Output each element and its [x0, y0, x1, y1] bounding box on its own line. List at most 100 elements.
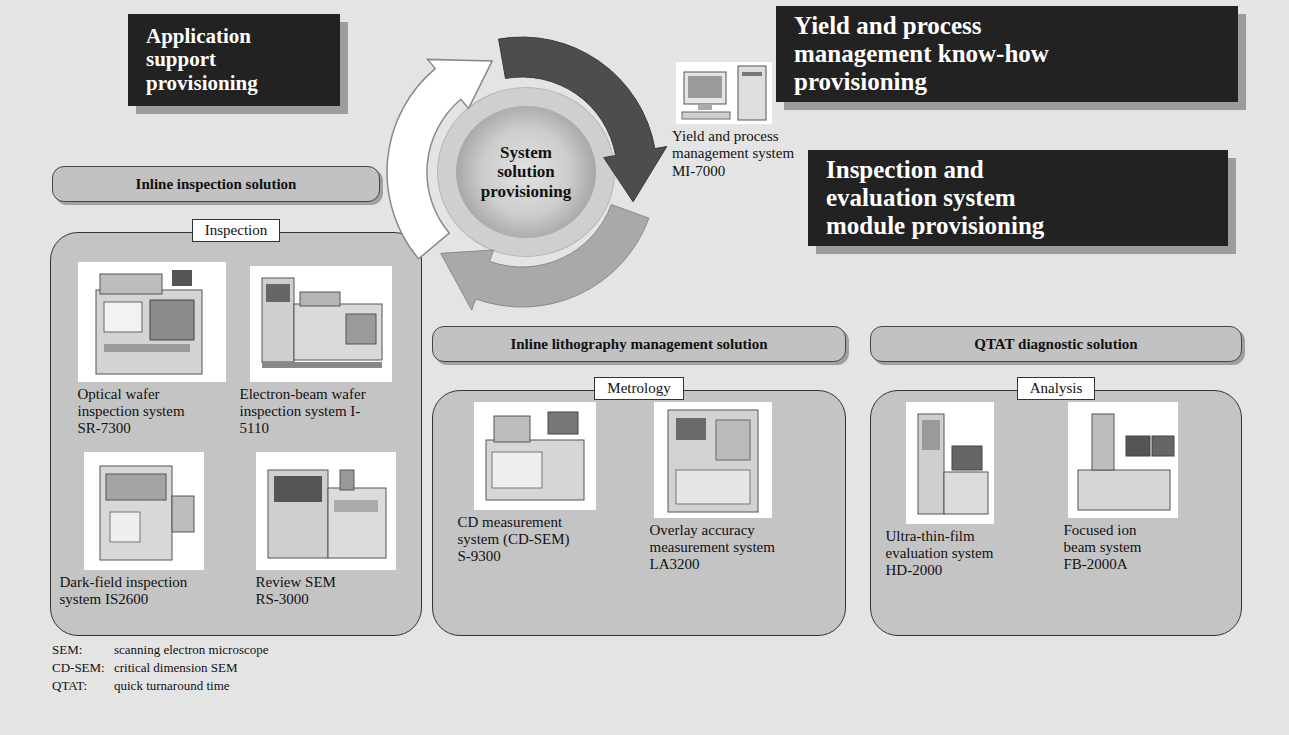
- computer-photo-part: [676, 62, 772, 124]
- optical-inspection-photo-part: [96, 290, 202, 374]
- abbreviation-text: SEM:: [52, 642, 82, 658]
- equipment-caption: Overlay accuracy measurement system LA32…: [650, 522, 800, 574]
- cd-sem-photo-part: [486, 440, 584, 500]
- equipment-caption: Ultra-thin-film evaluation system HD-200…: [886, 528, 1011, 580]
- optical-inspection-photo-part: [104, 302, 142, 332]
- focused-ion-beam-photo-part: [1078, 470, 1170, 510]
- abbreviation-text: scanning electron microscope: [114, 642, 269, 658]
- electron-beam-inspection-photo-part: [300, 292, 340, 306]
- optical-inspection-photo-part: [100, 274, 162, 294]
- cd-sem-photo: [474, 402, 596, 510]
- equipment-caption: Focused ion beam system FB-2000A: [1064, 522, 1164, 574]
- abbreviation-text: CD-SEM:: [52, 660, 105, 676]
- cycle-arrow-dark: [499, 37, 667, 202]
- hub-label: System solution provisioning: [474, 143, 578, 200]
- overlay-measurement-photo: [654, 402, 772, 518]
- cycle-arrow-grey: [441, 205, 649, 311]
- focused-ion-beam-photo-part: [1152, 436, 1174, 456]
- abbreviation-term: SEM:: [52, 642, 82, 658]
- dark-field-inspection-photo: [84, 452, 204, 570]
- electron-beam-inspection-photo-part: [262, 362, 382, 368]
- cd-sem-photo-part: [474, 402, 596, 510]
- optical-inspection-photo-part: [78, 262, 226, 382]
- review-sem-photo-part: [256, 452, 396, 570]
- overlay-measurement-photo-part: [654, 402, 772, 518]
- solution-name: Inline inspection solution: [136, 176, 297, 193]
- computer-photo-part: [688, 76, 722, 98]
- review-sem-photo-part: [328, 488, 386, 558]
- abbreviation-definition: quick turnaround time: [114, 678, 230, 694]
- cycle-arrow-white: [387, 59, 492, 258]
- optical-inspection-photo-part: [150, 300, 194, 340]
- overlay-measurement-photo-part: [676, 418, 706, 440]
- provisioning-title: Yield and process management know-how pr…: [794, 12, 1094, 96]
- solution-tab: Inline lithography management solution: [432, 326, 846, 362]
- cd-sem-photo-part: [548, 412, 578, 434]
- electron-beam-inspection-photo-part: [294, 304, 382, 360]
- overlay-measurement-photo-part: [716, 420, 750, 460]
- focused-ion-beam-photo-part: [1126, 436, 1150, 456]
- cycle-arrows: [387, 37, 667, 310]
- electron-beam-inspection-photo-part: [250, 266, 392, 382]
- provisioning-box: Application support provisioning: [128, 14, 340, 106]
- provisioning-box: Yield and process management know-how pr…: [776, 6, 1238, 102]
- abbreviation-term: QTAT:: [52, 678, 87, 694]
- dark-field-inspection-photo-part: [172, 496, 194, 532]
- review-sem-photo-part: [274, 476, 322, 502]
- dark-field-inspection-photo-part: [106, 474, 166, 500]
- cd-sem-photo-part: [492, 452, 542, 488]
- overlay-measurement-photo-part: [676, 470, 750, 504]
- optical-inspection-photo: [78, 262, 226, 382]
- equipment-caption: Optical wafer inspection system SR-7300: [78, 386, 203, 438]
- equipment-caption: Yield and process management system MI-7…: [672, 128, 806, 180]
- review-sem-photo: [256, 452, 396, 570]
- equipment-caption: Electron-beam wafer inspection system I-…: [240, 386, 390, 438]
- equipment-caption: Review SEM RS-3000: [256, 574, 356, 609]
- equipment-caption: Dark-field inspection system IS2600: [60, 574, 220, 609]
- ultra-thin-film-photo: [906, 402, 994, 524]
- computer-photo-part: [682, 112, 730, 119]
- electron-beam-inspection-photo: [250, 266, 392, 382]
- group-label: Inspection: [192, 219, 280, 242]
- provisioning-box: Inspection and evaluation system module …: [808, 150, 1228, 246]
- ultra-thin-film-photo-part: [906, 402, 994, 524]
- abbreviation-term: CD-SEM:: [52, 660, 105, 676]
- group-label: Metrology: [594, 377, 683, 400]
- focused-ion-beam-photo-part: [1092, 414, 1114, 470]
- computer-photo-part: [698, 104, 712, 110]
- dark-field-inspection-photo-part: [84, 452, 204, 570]
- dark-field-inspection-photo-part: [110, 512, 140, 542]
- ultra-thin-film-photo-part: [944, 472, 988, 514]
- group-label: Analysis: [1017, 377, 1096, 400]
- electron-beam-inspection-photo-part: [262, 278, 294, 362]
- dark-field-inspection-photo-part: [100, 466, 172, 560]
- solution-tab: Inline inspection solution: [52, 166, 380, 202]
- cd-sem-photo-part: [494, 416, 530, 442]
- abbreviation-text: QTAT:: [52, 678, 87, 694]
- review-sem-photo-part: [334, 500, 378, 512]
- computer-photo: [676, 62, 772, 124]
- computer-photo-part: [742, 72, 762, 76]
- provisioning-title: Inspection and evaluation system module …: [826, 156, 1056, 240]
- abbreviation-text: critical dimension SEM: [114, 660, 237, 676]
- review-sem-photo-part: [268, 470, 328, 558]
- optical-inspection-photo-part: [172, 270, 192, 286]
- focused-ion-beam-photo: [1068, 402, 1178, 518]
- solution-tab: QTAT diagnostic solution: [870, 326, 1242, 362]
- electron-beam-inspection-photo-part: [346, 314, 376, 344]
- abbreviation-definition: critical dimension SEM: [114, 660, 237, 676]
- ultra-thin-film-photo-part: [918, 414, 944, 514]
- overlay-measurement-photo-part: [668, 410, 758, 512]
- provisioning-title: Application support provisioning: [146, 25, 322, 96]
- electron-beam-inspection-photo-part: [266, 284, 290, 302]
- abbreviation-definition: scanning electron microscope: [114, 642, 269, 658]
- computer-photo-part: [738, 66, 766, 120]
- review-sem-photo-part: [340, 470, 354, 490]
- equipment-caption: CD measurement system (CD-SEM) S-9300: [458, 514, 576, 566]
- ultra-thin-film-photo-part: [922, 420, 940, 450]
- focused-ion-beam-photo-part: [1068, 402, 1178, 518]
- solution-name: Inline lithography management solution: [510, 336, 767, 353]
- optical-inspection-photo-part: [104, 344, 190, 352]
- ultra-thin-film-photo-part: [952, 446, 982, 470]
